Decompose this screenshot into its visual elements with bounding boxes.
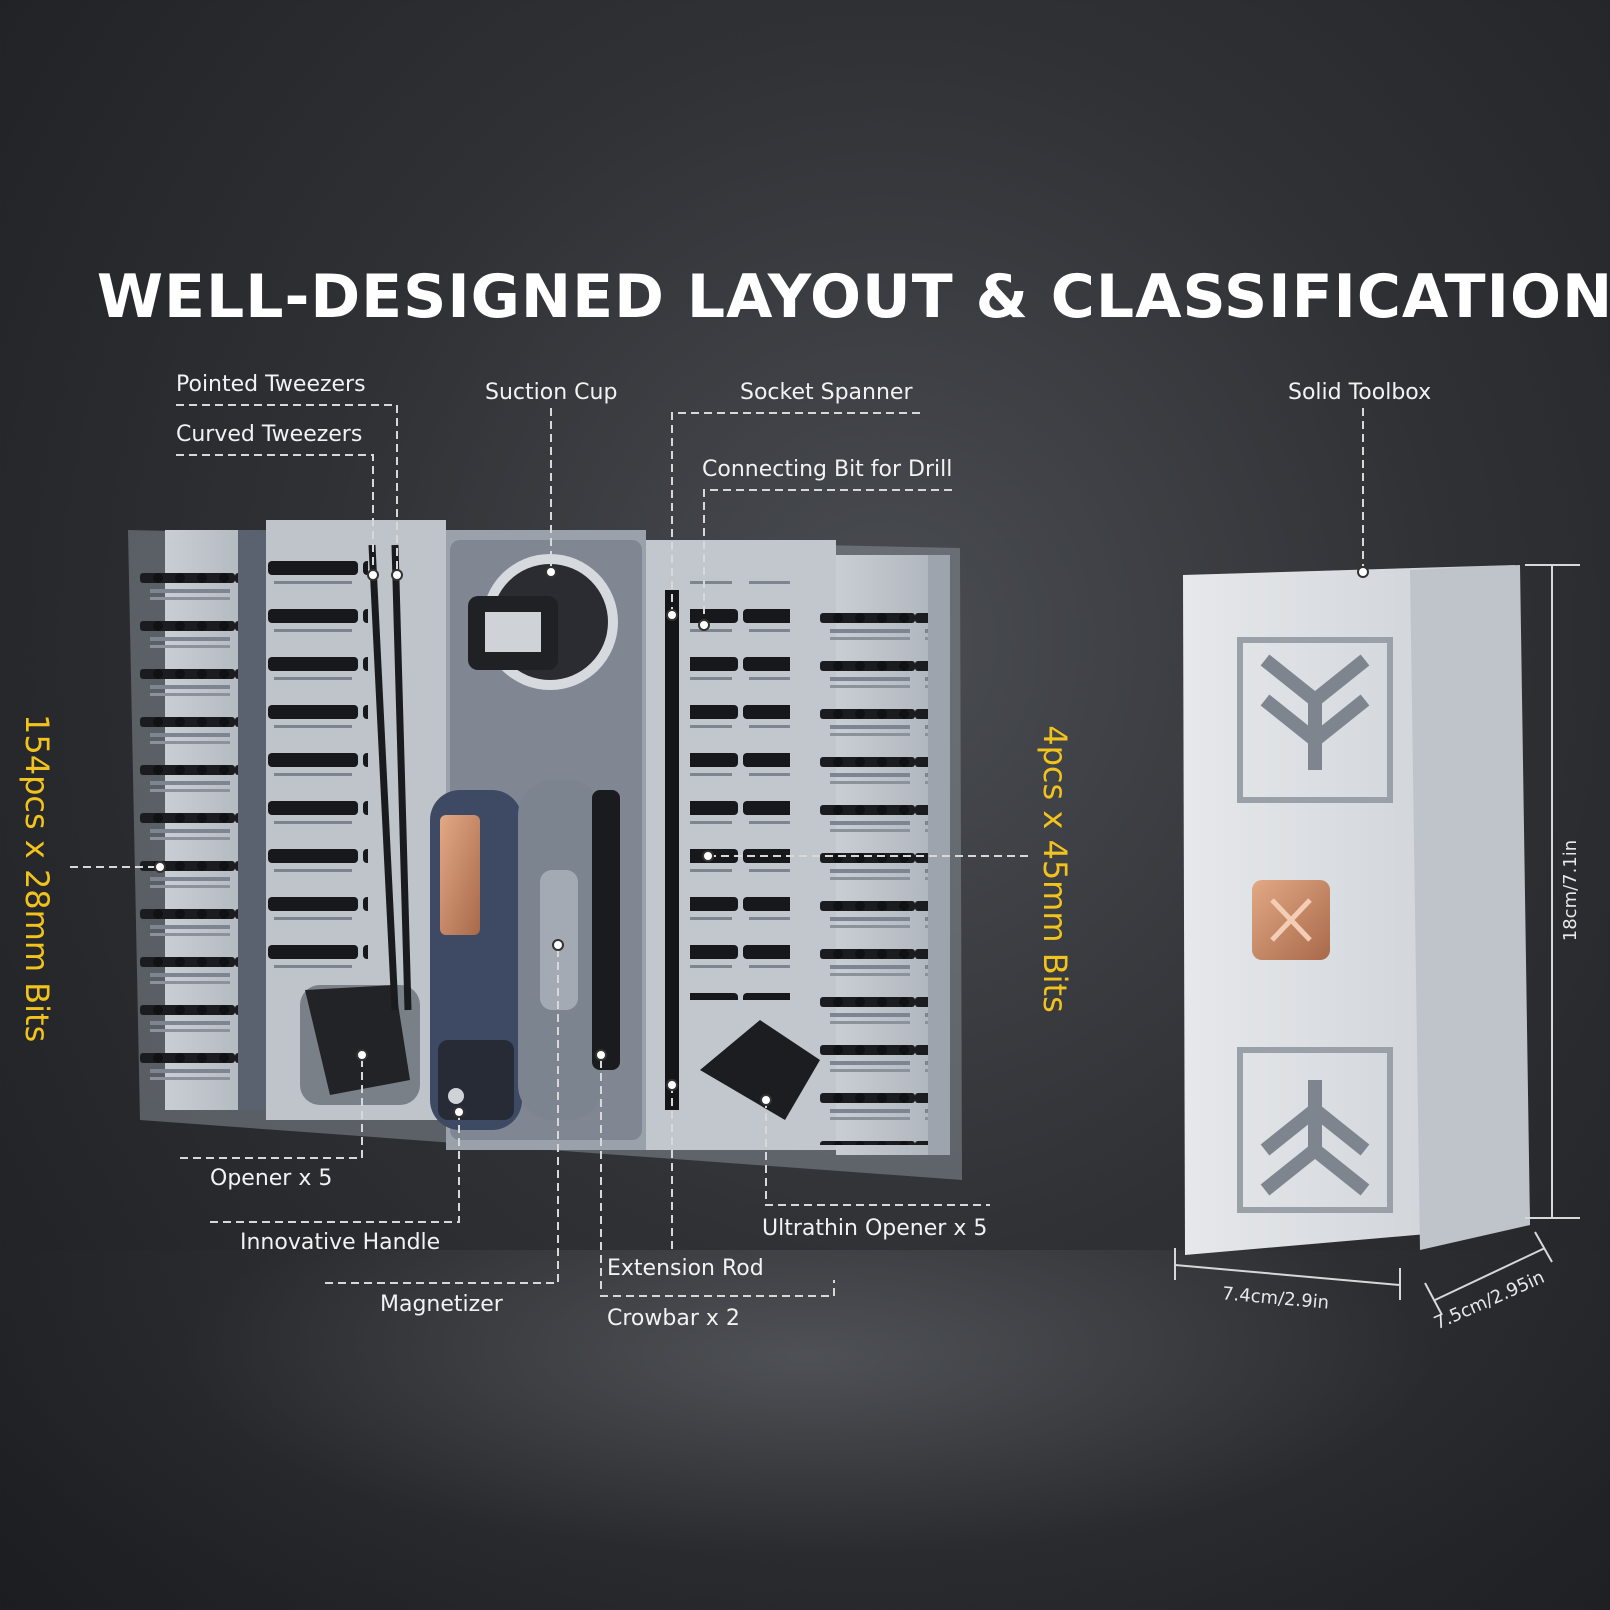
- open-case: [128, 520, 962, 1180]
- floor-glow: [0, 1250, 1610, 1610]
- label-extension-rod: Extension Rod: [607, 1256, 764, 1281]
- label-ultrathin-opener: Ultrathin Opener x 5: [762, 1216, 988, 1241]
- label-pointed-tweezers: Pointed Tweezers: [176, 372, 366, 397]
- callout-28mm-bits: 154pcs x 28mm Bits: [18, 714, 56, 1043]
- label-crowbar: Crowbar x 2: [607, 1306, 740, 1331]
- anchor-dots: [154, 566, 1369, 1118]
- callout-45mm-bits: 4pcs x 45mm Bits: [1036, 725, 1074, 1013]
- label-solid-toolbox: Solid Toolbox: [1288, 380, 1432, 405]
- suction-cup-icon: [468, 554, 618, 690]
- ultrathin-opener-icon: [700, 1020, 820, 1120]
- label-curved-tweezers: Curved Tweezers: [176, 422, 363, 447]
- label-innovative-handle: Innovative Handle: [240, 1230, 441, 1255]
- page-title: WELL-DESIGNED LAYOUT & CLASSIFICATION: [96, 262, 1610, 332]
- label-suction-cup: Suction Cup: [485, 380, 618, 405]
- toolbox-logo-icon: [1183, 565, 1530, 1255]
- label-magnetizer: Magnetizer: [380, 1292, 503, 1317]
- label-connecting-bit: Connecting Bit for Drill: [702, 457, 953, 482]
- tweezers-icon: [368, 544, 412, 1011]
- dimension-height: 18cm/7.1in: [1560, 839, 1582, 942]
- label-opener: Opener x 5: [210, 1166, 333, 1191]
- label-socket-spanner: Socket Spanner: [740, 380, 913, 405]
- leader-lines: [70, 404, 1364, 1297]
- opener-icon: [305, 985, 410, 1095]
- dimension-lines: [1174, 564, 1580, 1316]
- handle-icon: [430, 790, 522, 1130]
